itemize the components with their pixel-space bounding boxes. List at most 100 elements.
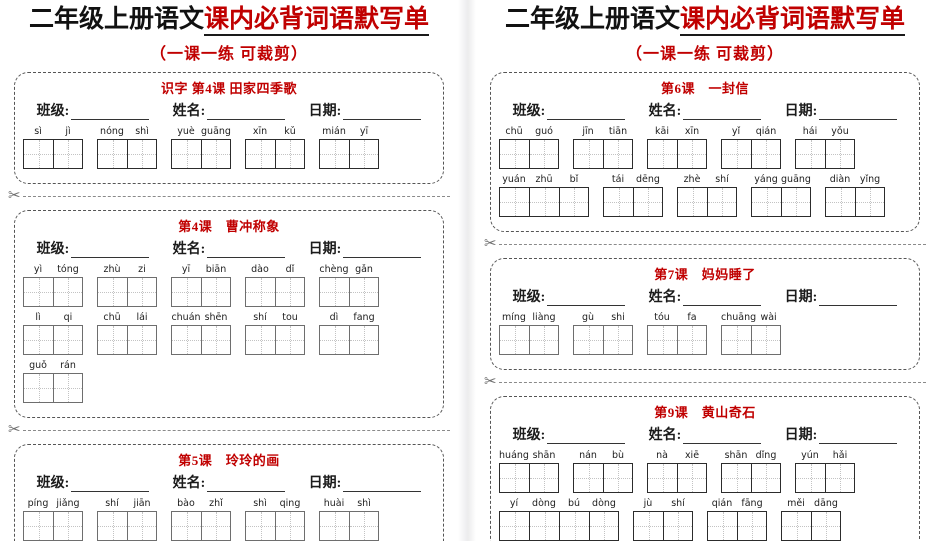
date-field-blank[interactable] bbox=[819, 106, 898, 120]
tianzige-cell[interactable] bbox=[529, 186, 559, 217]
class-field-blank[interactable] bbox=[547, 292, 626, 306]
tianzige-cell[interactable] bbox=[97, 138, 127, 169]
date-field-blank[interactable] bbox=[819, 292, 898, 306]
tianzige-cell[interactable] bbox=[573, 462, 603, 493]
class-field-blank[interactable] bbox=[71, 478, 150, 492]
tianzige-cell[interactable] bbox=[529, 138, 559, 169]
tianzige-cell[interactable] bbox=[647, 324, 677, 355]
tianzige-cell[interactable] bbox=[349, 138, 379, 169]
tianzige-cell[interactable] bbox=[707, 510, 737, 541]
tianzige-cell[interactable] bbox=[275, 510, 305, 541]
tianzige-cell[interactable] bbox=[97, 276, 127, 307]
tianzige-cell[interactable] bbox=[751, 186, 781, 217]
class-field-blank[interactable] bbox=[547, 106, 626, 120]
tianzige-cell[interactable] bbox=[795, 138, 825, 169]
tianzige-cell[interactable] bbox=[201, 324, 231, 355]
tianzige-cell[interactable] bbox=[319, 510, 349, 541]
tianzige-cell[interactable] bbox=[603, 186, 633, 217]
name-field-blank[interactable] bbox=[683, 106, 762, 120]
tianzige-cell[interactable] bbox=[603, 462, 633, 493]
tianzige-cell[interactable] bbox=[319, 324, 349, 355]
tianzige-cell[interactable] bbox=[781, 186, 811, 217]
tianzige-cell[interactable] bbox=[603, 138, 633, 169]
tianzige-cell[interactable] bbox=[23, 276, 53, 307]
name-field-blank[interactable] bbox=[683, 430, 762, 444]
tianzige-cell[interactable] bbox=[707, 186, 737, 217]
date-field-blank[interactable] bbox=[343, 106, 422, 120]
tianzige-cell[interactable] bbox=[245, 510, 275, 541]
tianzige-cell[interactable] bbox=[275, 276, 305, 307]
tianzige-cell[interactable] bbox=[127, 510, 157, 541]
name-field-blank[interactable] bbox=[683, 292, 762, 306]
tianzige-cell[interactable] bbox=[127, 276, 157, 307]
tianzige-cell[interactable] bbox=[275, 138, 305, 169]
tianzige-cell[interactable] bbox=[275, 324, 305, 355]
tianzige-cell[interactable] bbox=[721, 138, 751, 169]
tianzige-cell[interactable] bbox=[319, 138, 349, 169]
tianzige-cell[interactable] bbox=[499, 324, 529, 355]
tianzige-cell[interactable] bbox=[589, 510, 619, 541]
tianzige-cell[interactable] bbox=[677, 462, 707, 493]
tianzige-cell[interactable] bbox=[349, 510, 379, 541]
tianzige-cell[interactable] bbox=[499, 462, 529, 493]
tianzige-cell[interactable] bbox=[677, 186, 707, 217]
tianzige-cell[interactable] bbox=[633, 186, 663, 217]
name-field-blank[interactable] bbox=[207, 106, 286, 120]
tianzige-cell[interactable] bbox=[811, 510, 841, 541]
tianzige-cell[interactable] bbox=[647, 462, 677, 493]
tianzige-cell[interactable] bbox=[171, 138, 201, 169]
date-field-blank[interactable] bbox=[343, 244, 422, 258]
tianzige-cell[interactable] bbox=[647, 138, 677, 169]
class-field-blank[interactable] bbox=[71, 106, 150, 120]
class-field-blank[interactable] bbox=[547, 430, 626, 444]
tianzige-cell[interactable] bbox=[781, 510, 811, 541]
tianzige-cell[interactable] bbox=[529, 510, 559, 541]
name-field-blank[interactable] bbox=[207, 244, 286, 258]
tianzige-cell[interactable] bbox=[23, 324, 53, 355]
tianzige-cell[interactable] bbox=[127, 324, 157, 355]
tianzige-cell[interactable] bbox=[171, 276, 201, 307]
tianzige-cell[interactable] bbox=[53, 372, 83, 403]
tianzige-cell[interactable] bbox=[319, 276, 349, 307]
tianzige-cell[interactable] bbox=[499, 138, 529, 169]
tianzige-cell[interactable] bbox=[23, 372, 53, 403]
tianzige-cell[interactable] bbox=[23, 138, 53, 169]
tianzige-cell[interactable] bbox=[677, 324, 707, 355]
tianzige-cell[interactable] bbox=[349, 276, 379, 307]
tianzige-cell[interactable] bbox=[529, 324, 559, 355]
tianzige-cell[interactable] bbox=[737, 510, 767, 541]
tianzige-cell[interactable] bbox=[201, 510, 231, 541]
tianzige-cell[interactable] bbox=[23, 510, 53, 541]
tianzige-cell[interactable] bbox=[245, 276, 275, 307]
tianzige-cell[interactable] bbox=[751, 462, 781, 493]
tianzige-cell[interactable] bbox=[633, 510, 663, 541]
tianzige-cell[interactable] bbox=[529, 462, 559, 493]
tianzige-cell[interactable] bbox=[349, 324, 379, 355]
name-field-blank[interactable] bbox=[207, 478, 286, 492]
tianzige-cell[interactable] bbox=[795, 462, 825, 493]
tianzige-cell[interactable] bbox=[201, 276, 231, 307]
tianzige-cell[interactable] bbox=[53, 138, 83, 169]
tianzige-cell[interactable] bbox=[97, 324, 127, 355]
tianzige-cell[interactable] bbox=[721, 462, 751, 493]
tianzige-cell[interactable] bbox=[603, 324, 633, 355]
tianzige-cell[interactable] bbox=[53, 276, 83, 307]
tianzige-cell[interactable] bbox=[677, 138, 707, 169]
tianzige-cell[interactable] bbox=[855, 186, 885, 217]
tianzige-cell[interactable] bbox=[559, 510, 589, 541]
tianzige-cell[interactable] bbox=[127, 138, 157, 169]
tianzige-cell[interactable] bbox=[573, 324, 603, 355]
tianzige-cell[interactable] bbox=[825, 186, 855, 217]
tianzige-cell[interactable] bbox=[201, 138, 231, 169]
tianzige-cell[interactable] bbox=[663, 510, 693, 541]
tianzige-cell[interactable] bbox=[825, 462, 855, 493]
class-field-blank[interactable] bbox=[71, 244, 150, 258]
tianzige-cell[interactable] bbox=[53, 510, 83, 541]
date-field-blank[interactable] bbox=[819, 430, 898, 444]
tianzige-cell[interactable] bbox=[97, 510, 127, 541]
tianzige-cell[interactable] bbox=[245, 138, 275, 169]
tianzige-cell[interactable] bbox=[245, 324, 275, 355]
date-field-blank[interactable] bbox=[343, 478, 422, 492]
tianzige-cell[interactable] bbox=[751, 324, 781, 355]
tianzige-cell[interactable] bbox=[559, 186, 589, 217]
